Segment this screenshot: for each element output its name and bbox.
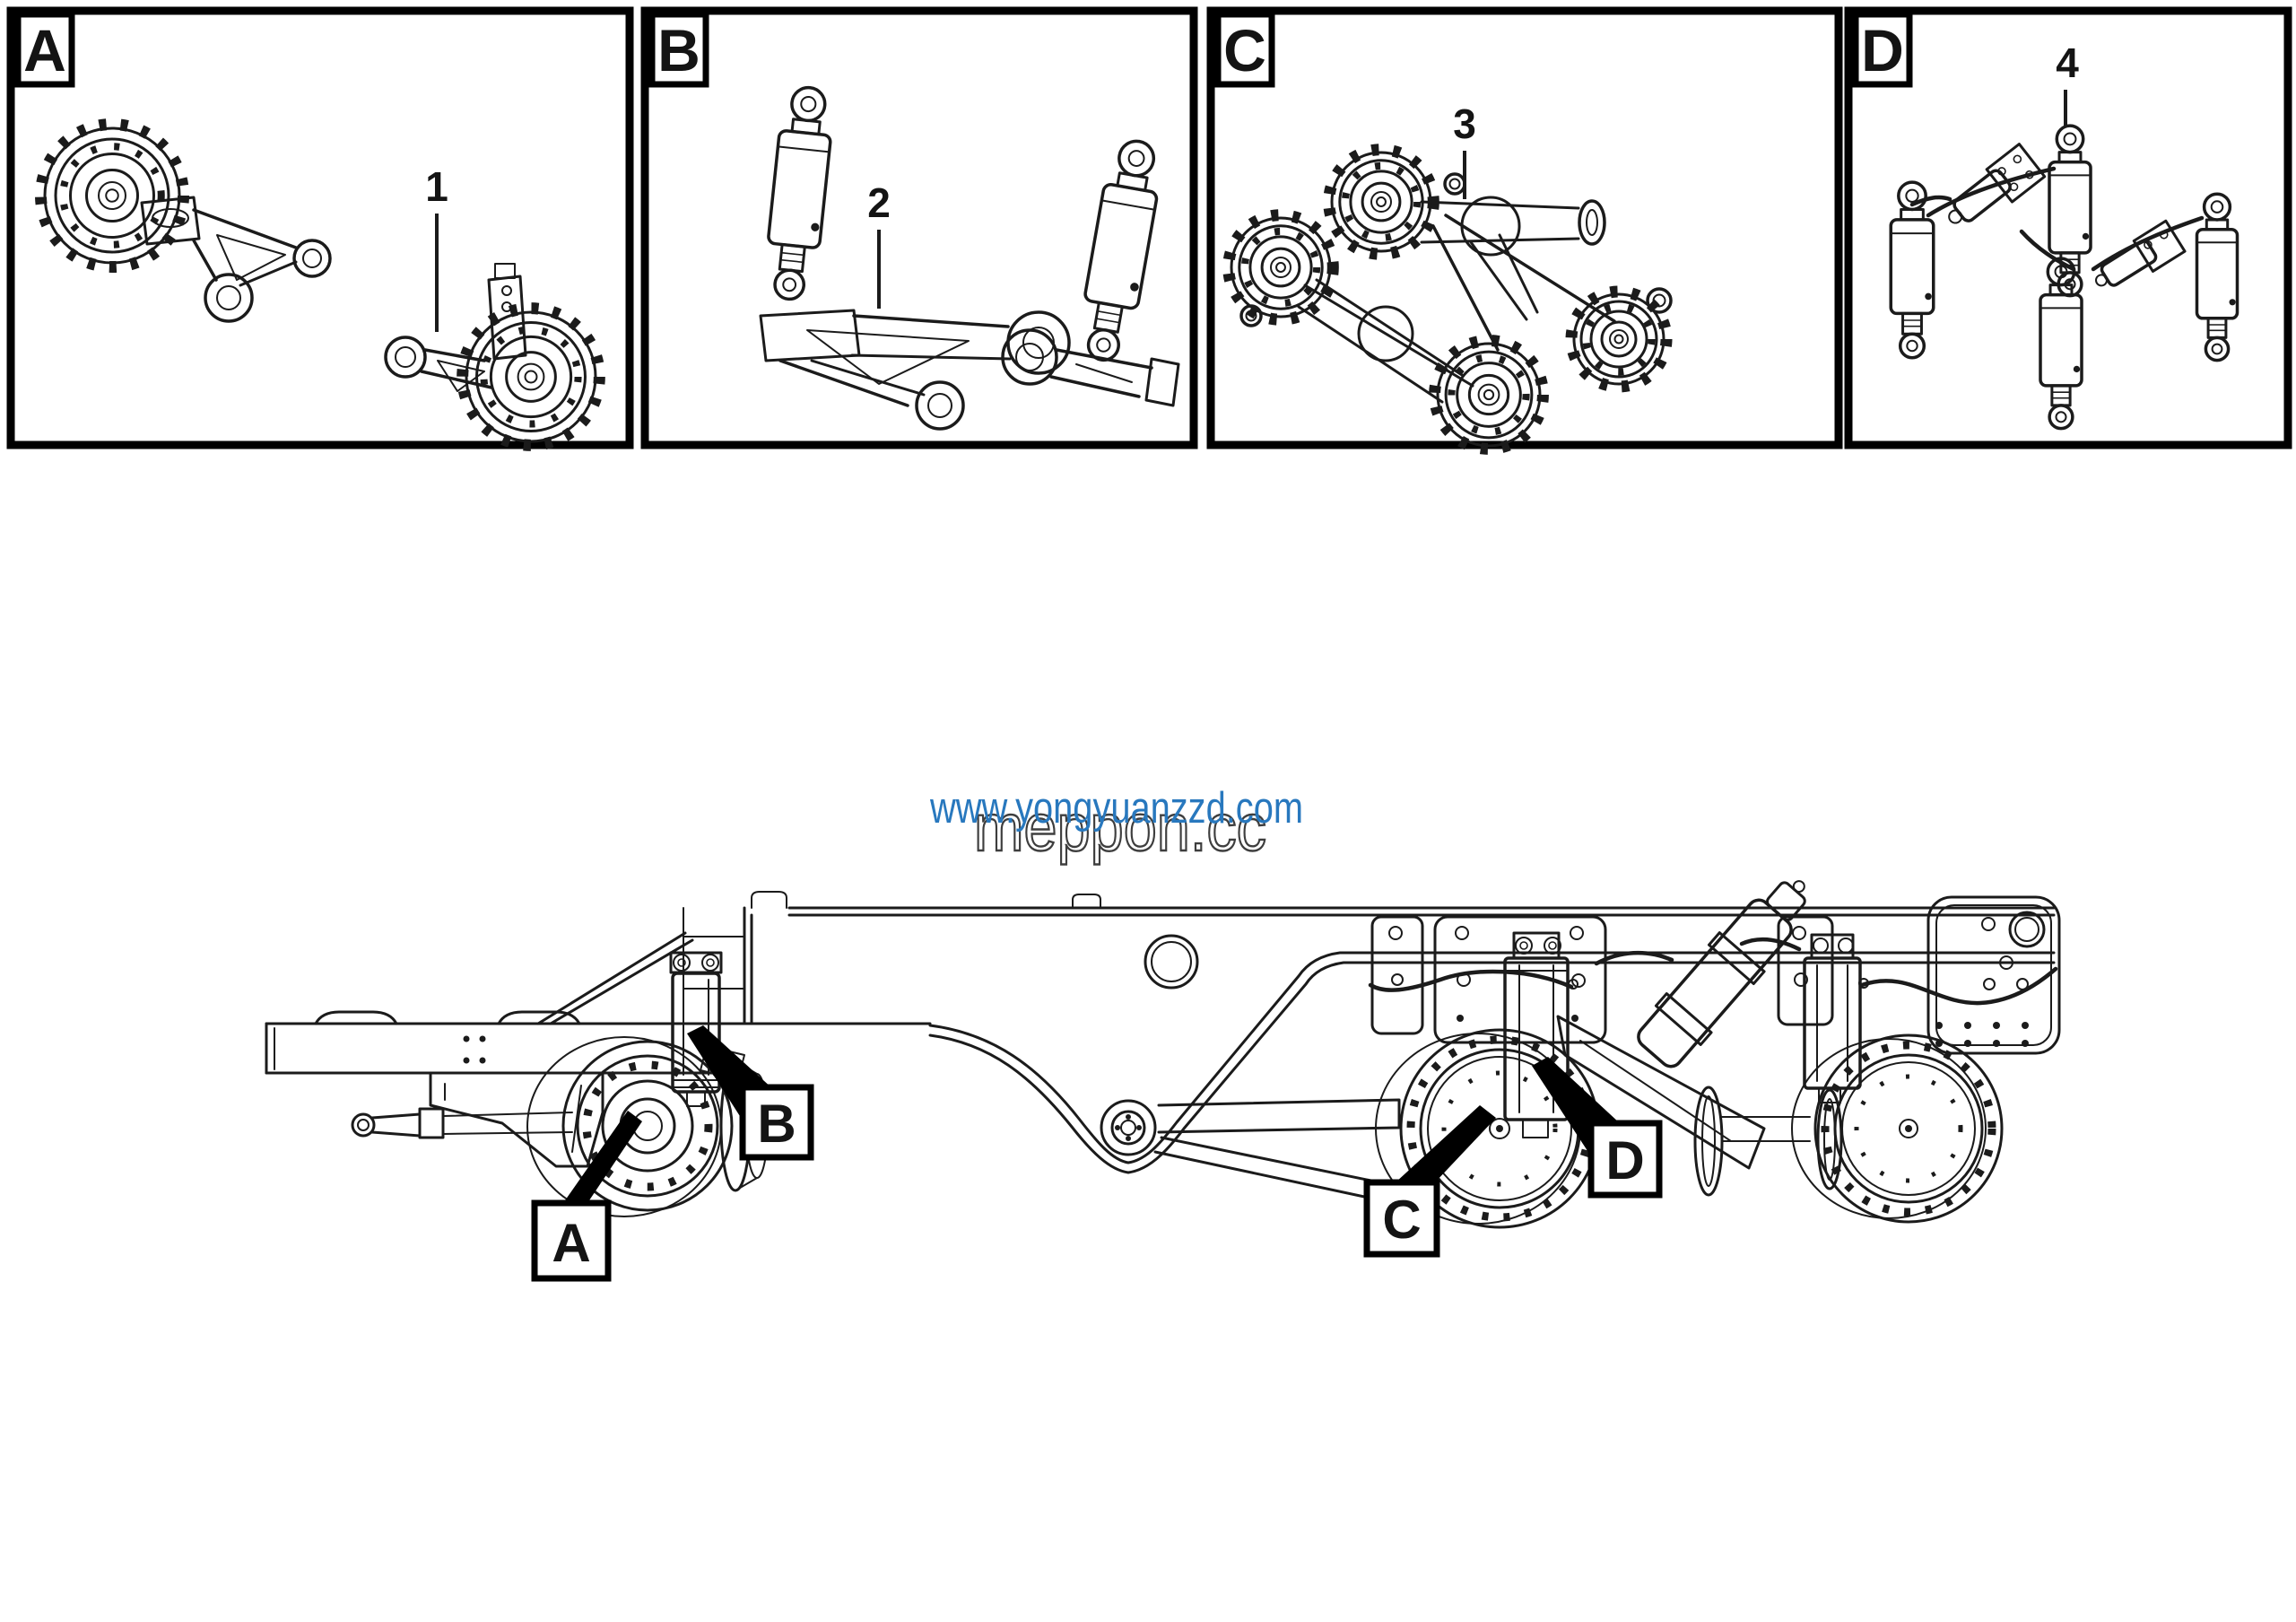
panel-label-box-d: D — [1856, 14, 1909, 84]
panel-c-border — [1211, 11, 1839, 445]
part-drawing-4 — [1889, 124, 2239, 431]
panel-c: 3 C — [1211, 11, 1839, 449]
part-drawing-1 — [41, 125, 600, 446]
front-wheel-hub — [527, 1037, 768, 1216]
hydraulic-hoses — [1370, 939, 2056, 1003]
panel-label-box-b: B — [652, 14, 706, 84]
chassis-callouts: A B C D — [535, 1025, 1659, 1278]
panel-a-border — [11, 11, 630, 445]
cylinder-left — [1889, 180, 1935, 360]
chassis-callout-label-c: C — [1382, 1190, 1421, 1250]
panel-b: 2 B — [645, 11, 1194, 445]
diagonal-accumulator-cylinder — [1631, 863, 1824, 1074]
chassis-callout-d: D — [1532, 1057, 1659, 1195]
chassis-callout-label-a: A — [552, 1213, 590, 1273]
panel-a: 1 A — [11, 11, 630, 445]
chassis-callout-label-b: B — [757, 1094, 796, 1154]
panel-d-border — [1848, 11, 2288, 445]
watermark-brand: meppon.cc — [974, 790, 1266, 865]
panel-label-box-c: C — [1218, 14, 1272, 84]
part-drawing-2 — [761, 85, 1178, 429]
frame-lifting-hole — [1145, 936, 1197, 988]
part-drawing-3 — [1229, 150, 1673, 449]
chassis-callout-label-d: D — [1605, 1130, 1644, 1190]
shock-absorber-right — [1074, 136, 1166, 364]
part-number-2: 2 — [867, 179, 891, 226]
callout-2: 2 — [867, 179, 891, 309]
panel-label-box-a: A — [18, 14, 72, 84]
rear-suspension-cylinder-front — [1505, 933, 1568, 1138]
chassis-overview: A B C D — [266, 863, 2059, 1278]
panel-b-border — [645, 11, 1194, 445]
chassis-callout-b: B — [687, 1025, 811, 1157]
panel-label-c: C — [1223, 17, 1266, 83]
chassis-callout-c: C — [1367, 1105, 1496, 1254]
level-sensor-right — [2088, 221, 2185, 300]
rear-wheel-hub-rear — [1792, 1035, 2002, 1222]
callout-4: 4 — [2056, 39, 2079, 126]
part-number-3: 3 — [1453, 100, 1476, 147]
panel-label-b: B — [657, 17, 700, 83]
panel-d: 4 D — [1848, 11, 2288, 445]
callout-3: 3 — [1453, 100, 1476, 199]
chassis-callout-a: A — [535, 1111, 642, 1278]
shock-absorber-left — [762, 85, 836, 302]
callout-1: 1 — [425, 163, 448, 332]
part-number-4: 4 — [2056, 39, 2079, 86]
level-sensor-left — [1939, 144, 2044, 240]
drive-shaft-u-joint — [352, 1114, 374, 1136]
chassis-frame — [266, 892, 2059, 1173]
panel-label-d: D — [1861, 17, 1904, 83]
watermark-site-url: www.yongyuanzzd.com — [929, 784, 1303, 833]
panel-label-a: A — [23, 17, 66, 83]
part-number-1: 1 — [425, 163, 448, 210]
